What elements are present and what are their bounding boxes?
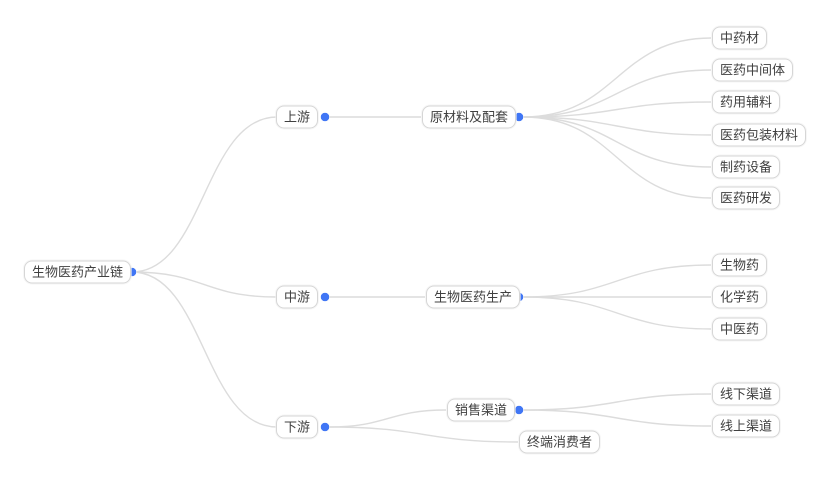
edge-root-midstream	[131, 271, 278, 298]
edge-materials-leaf4	[522, 116, 712, 136]
collapse-dot-sales[interactable]	[514, 405, 524, 415]
edge-production-leaf1	[522, 264, 712, 298]
edge-materials-leaf5	[522, 116, 712, 168]
collapse-dot-downstream[interactable]	[320, 422, 330, 432]
node-leaf-packaging-materials[interactable]: 医药包装材料	[712, 123, 807, 147]
collapse-dot-midstream[interactable]	[320, 292, 330, 302]
edge-production-leaf3	[522, 296, 712, 330]
node-biopharma-production[interactable]: 生物医药生产	[426, 285, 521, 309]
node-upstream[interactable]: 上游	[276, 105, 319, 129]
node-leaf-pharma-intermediates[interactable]: 医药中间体	[712, 58, 794, 82]
edge-downstream-consumer	[328, 426, 519, 443]
edge-root-downstream	[131, 271, 278, 428]
node-leaf-pharma-rnd[interactable]: 医药研发	[712, 186, 781, 210]
node-leaf-chinese-herbs[interactable]: 中药材	[712, 26, 768, 50]
edge-root-upstream	[131, 116, 278, 273]
edge-sales-leaf1	[522, 393, 712, 411]
edge-downstream-sales	[328, 409, 447, 428]
node-midstream[interactable]: 中游	[276, 285, 319, 309]
edge-materials-leaf3	[522, 101, 712, 118]
node-downstream[interactable]: 下游	[276, 415, 319, 439]
edge-materials-leaf2	[522, 69, 712, 118]
node-leaf-online-channel[interactable]: 线上渠道	[712, 414, 781, 438]
edge-materials-leaf1	[522, 37, 712, 118]
node-leaf-tcm[interactable]: 中医药	[712, 317, 768, 341]
node-leaf-excipients[interactable]: 药用辅料	[712, 90, 781, 114]
node-root[interactable]: 生物医药产业链	[24, 260, 132, 284]
node-leaf-offline-channel[interactable]: 线下渠道	[712, 382, 781, 406]
node-sales-channel[interactable]: 销售渠道	[447, 398, 516, 422]
node-end-consumer[interactable]: 终端消费者	[519, 430, 601, 454]
edge-materials-leaf6	[522, 116, 712, 199]
node-leaf-pharma-equipment[interactable]: 制药设备	[712, 155, 781, 179]
node-raw-materials[interactable]: 原材料及配套	[422, 105, 517, 129]
node-leaf-biologics[interactable]: 生物药	[712, 253, 768, 277]
node-leaf-chemical-drugs[interactable]: 化学药	[712, 285, 768, 309]
collapse-dot-upstream[interactable]	[320, 112, 330, 122]
edge-sales-leaf2	[522, 409, 712, 427]
